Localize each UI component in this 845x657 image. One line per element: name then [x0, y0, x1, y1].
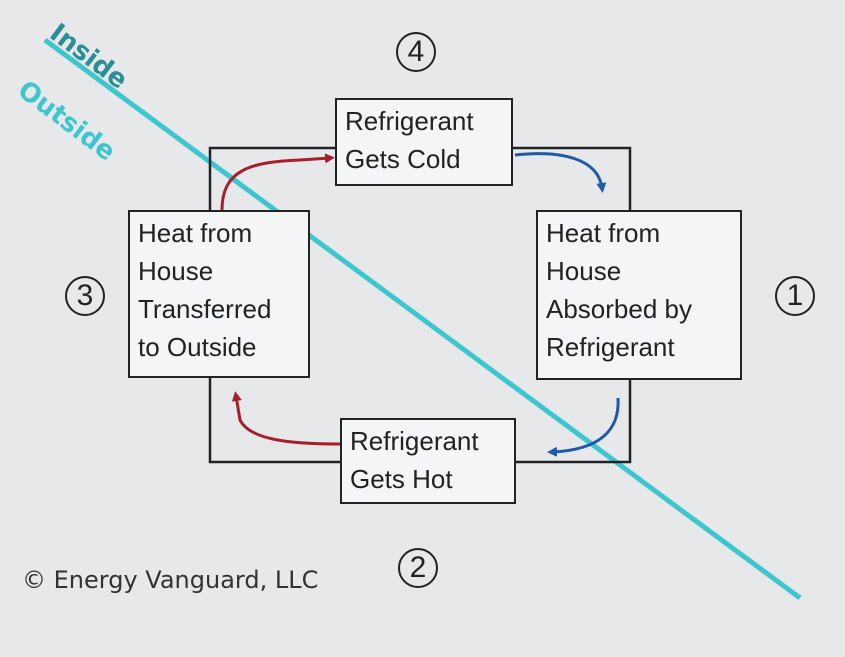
arrow-step1-to-step2 — [547, 397, 620, 457]
step-1-box: Heat from House Absorbed by Refrigerant — [536, 210, 742, 380]
step-3-box: Heat from House Transferred to Outside — [128, 210, 310, 378]
step-2-number: 2 — [398, 548, 438, 588]
arrow-step2-to-step3 — [231, 391, 341, 446]
arrow-step4-to-step1 — [514, 152, 607, 193]
step-4-box: Refrigerant Gets Cold — [335, 98, 513, 186]
step-4-number: 4 — [396, 32, 436, 72]
step-2-box: Refrigerant Gets Hot — [340, 418, 516, 504]
step-1-number: 1 — [775, 276, 815, 316]
step-3-number: 3 — [65, 276, 105, 316]
copyright-text: © Energy Vanguard, LLC — [22, 566, 319, 594]
inside-outside-divider — [43, 37, 802, 601]
arrow-step3-to-step4 — [220, 153, 335, 211]
